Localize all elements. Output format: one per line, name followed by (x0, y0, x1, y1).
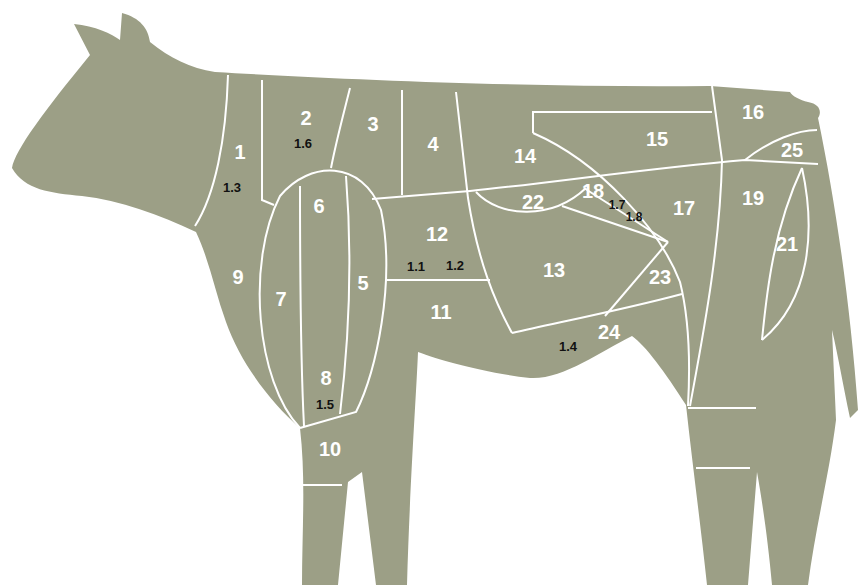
callout-number: 6 (313, 196, 324, 216)
callout-number: 13 (543, 260, 565, 280)
callout-number: 1.6 (294, 137, 312, 150)
callout-number: 12 (426, 224, 448, 244)
callout-number: 19 (742, 188, 764, 208)
callout-number: 2 (300, 108, 311, 128)
callout-number: 1.2 (446, 259, 464, 272)
callout-number: 21 (776, 234, 798, 254)
callout-number: 11 (430, 302, 451, 322)
callout-number: 1.1 (407, 260, 425, 273)
callout-number: 1.8 (626, 211, 643, 223)
callout-number: 4 (427, 134, 438, 154)
callout-number: 16 (742, 102, 764, 122)
callout-number: 7 (275, 289, 286, 309)
callout-number: 22 (522, 192, 544, 212)
callout-number: 18 (582, 181, 604, 201)
callout-number: 25 (781, 140, 803, 160)
callout-number: 10 (319, 439, 341, 459)
callout-number: 5 (357, 273, 368, 293)
callout-number: 1.7 (609, 199, 626, 211)
callout-number: 17 (673, 198, 695, 218)
cut-lines (195, 75, 818, 485)
callout-number: 1 (234, 142, 245, 162)
callout-number: 23 (649, 267, 671, 287)
callout-number: 1.3 (223, 181, 241, 194)
callout-number: 1.4 (559, 340, 577, 353)
callout-number: 1.5 (316, 398, 334, 411)
callout-number: 15 (646, 129, 668, 149)
callout-number: 24 (598, 322, 620, 342)
callout-number: 9 (232, 267, 243, 287)
callout-number: 8 (320, 368, 331, 388)
callout-number: 14 (514, 146, 536, 166)
cow-silhouette (12, 13, 858, 585)
callout-number: 3 (367, 114, 378, 134)
